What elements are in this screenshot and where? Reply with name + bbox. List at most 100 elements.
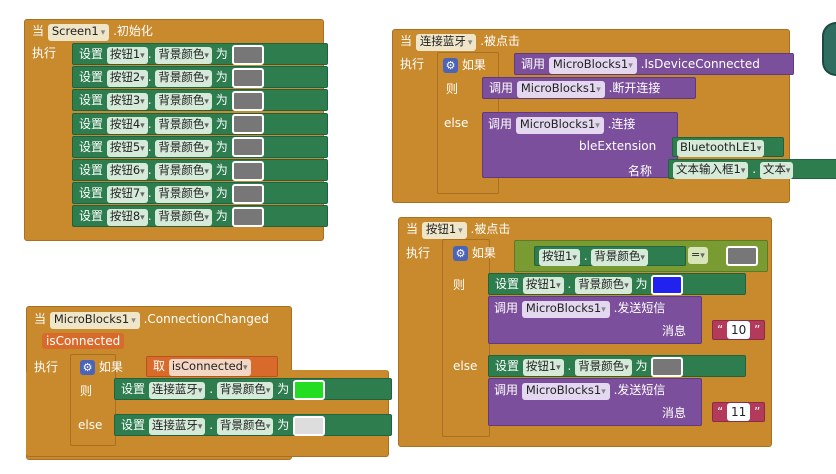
set-button1-bgcolor-else-block[interactable]: 设置 按钮1▾ . 背景颜色▾ 为 [488,355,746,377]
color-swatch[interactable] [726,246,758,266]
gray-color-swatch[interactable] [651,356,684,377]
is-device-connected-label: .IsDeviceConnected [640,57,760,71]
set-button-bgcolor-block[interactable]: 设置 按钮3▾. 背景颜色▾ 为 [72,89,328,112]
textbox-text-getter-block[interactable]: 文本输入框1▾ . 文本▾ [668,159,836,179]
bgcolor-prop-dropdown[interactable]: 背景颜色▾ [155,93,212,111]
green-color-swatch[interactable] [293,379,326,400]
color-swatch[interactable] [231,183,264,204]
bgcolor-label: 背景颜色 [158,70,205,85]
get-variable-block[interactable]: 取 isConnected▾ [146,356,278,377]
bgcolor-prop-dropdown[interactable]: 背景颜色▾ [575,277,632,294]
button1-component-dropdown[interactable]: 按钮1▾ [421,222,467,239]
button-dropdown[interactable]: 按钮8▾ [106,209,148,227]
text-prop-dropdown[interactable]: 文本▾ [759,162,794,179]
set-connect-bt-bgcolor-then-block[interactable]: 设置 连接蓝牙▾ . 背景颜色▾ 为 [114,378,392,400]
bgcolor-prop-dropdown[interactable]: 背景颜色▾ [155,47,212,64]
bgcolor-prop-dropdown[interactable]: 背景颜色▾ [155,163,212,180]
disconnect-call-block[interactable]: 调用 MicroBlocks1▾ .断开连接 [482,77,696,99]
bgcolor-prop-dropdown[interactable]: 背景颜色▾ [155,70,212,88]
bgcolor-prop-dropdown[interactable]: 背景颜色▾ [216,418,274,435]
connect-bt-component-dropdown[interactable]: 连接蓝牙▾ [415,34,477,51]
button-dropdown[interactable]: 按钮3▾ [106,93,148,111]
chevron-down-icon: ▾ [624,281,629,291]
bgcolor-prop-dropdown[interactable]: 背景颜色▾ [591,249,648,266]
set-button-bgcolor-block[interactable]: 设置 按钮1▾. 背景颜色▾ 为 [72,43,328,65]
set-button-bgcolor-block[interactable]: 设置 按钮8▾. 背景颜色▾ 为 [72,205,328,228]
microblocks-dropdown[interactable]: MicroBlocks1▾ [521,301,610,318]
chevron-down-icon: ▾ [242,363,248,373]
connect-bt-label: 连接蓝牙 [419,34,466,48]
gear-icon[interactable]: ⚙ [453,246,468,261]
microblocks-dropdown[interactable]: MicroBlocks1▾ [548,57,637,74]
button1-dropdown[interactable]: 按钮1▾ [539,249,580,266]
gear-icon[interactable]: ⚙ [80,360,95,375]
blue-color-swatch[interactable] [651,274,684,295]
equal-operator-dropdown[interactable]: =▾ [688,247,708,264]
bgcolor-prop-dropdown[interactable]: 背景颜色▾ [155,209,212,227]
text-string-block[interactable]: “ 10 ” [712,320,766,340]
chevron-down-icon: ▾ [601,387,606,397]
connect-call-row: 调用 MicroBlocks1▾ .连接 [488,115,635,134]
to-label: 为 [215,139,228,154]
button1-dropdown[interactable]: 按钮1▾ [522,277,564,294]
is-connected-param[interactable]: isConnected [42,333,125,349]
compare-color-swatch[interactable] [726,246,758,266]
light-gray-color-swatch[interactable] [293,415,326,436]
button1-label: 按钮1 [425,222,457,236]
microblocks-dropdown[interactable]: MicroBlocks1▾ [521,383,610,400]
chevron-down-icon: ▾ [640,253,645,263]
screen1-component-dropdown[interactable]: Screen1▾ [47,24,110,41]
set-connect-bt-bgcolor-else-block[interactable]: 设置 连接蓝牙▾ . 背景颜色▾ 为 [114,414,392,436]
bgcolor-label: 背景颜色 [219,418,266,432]
variable-dropdown[interactable]: isConnected▾ [168,359,251,376]
microblocks-label: MicroBlocks1 [525,383,602,397]
color-swatch[interactable] [231,114,264,135]
microblocks-dropdown[interactable]: MicroBlocks1▾ [515,117,604,134]
button-dropdown[interactable]: 按钮1▾ [106,47,148,64]
color-swatch[interactable] [231,160,264,181]
bgcolor-prop-dropdown[interactable]: 背景颜色▾ [575,359,632,376]
set-button1-bgcolor-then-block[interactable]: 设置 按钮1▾ . 背景颜色▾ 为 [488,273,746,295]
bgcolor-prop-dropdown[interactable]: 背景颜色▾ [216,382,274,399]
button-dropdown[interactable]: 按钮4▾ [106,116,148,134]
set-label: 设置 [79,47,104,61]
button-dropdown[interactable]: 按钮5▾ [106,139,148,157]
microblocks-dropdown[interactable]: MicroBlocks1▾ [516,81,605,98]
button1-bgcolor-getter-block[interactable]: 按钮1▾ . 背景颜色▾ [534,246,686,266]
to-label: 为 [215,70,228,85]
set-label: 设置 [79,70,104,85]
textbox-dropdown[interactable]: 文本输入框1▾ [673,162,749,179]
text-value[interactable]: 11 [727,403,751,421]
bgcolor-prop-dropdown[interactable]: 背景颜色▾ [155,116,212,134]
color-swatch[interactable] [231,90,264,111]
button-dropdown[interactable]: 按钮6▾ [106,163,148,180]
text-string-block[interactable]: “ 11 ” [712,402,766,422]
if-else-block[interactable] [442,239,490,437]
connect-bt-dropdown[interactable]: 连接蓝牙▾ [148,382,206,399]
bluetooth-le-block[interactable]: BluetoothLE1▾ [672,137,784,157]
button-dropdown[interactable]: 按钮2▾ [106,70,148,88]
color-swatch[interactable] [231,67,264,88]
bluetooth-le-dropdown[interactable]: BluetoothLE1▾ [677,140,765,157]
dot-label: . [567,277,572,291]
color-swatch[interactable] [231,206,264,227]
chevron-down-icon: ▾ [740,166,746,176]
set-button-bgcolor-block[interactable]: 设置 按钮6▾. 背景颜色▾ 为 [72,159,328,181]
is-device-connected-call-block[interactable]: 调用 MicroBlocks1▾ .IsDeviceConnected [514,53,794,75]
bgcolor-prop-dropdown[interactable]: 背景颜色▾ [155,139,212,157]
color-swatch[interactable] [231,44,264,65]
set-button-bgcolor-block[interactable]: 设置 按钮4▾. 背景颜色▾ 为 [72,112,328,135]
get-label: 取 [153,359,166,373]
connect-bt-dropdown[interactable]: 连接蓝牙▾ [148,418,206,435]
set-button-bgcolor-block[interactable]: 设置 按钮2▾. 背景颜色▾ 为 [72,66,328,89]
bgcolor-prop-dropdown[interactable]: 背景颜色▾ [155,186,212,204]
microblocks-component-dropdown[interactable]: MicroBlocks1▾ [49,312,140,329]
set-button-bgcolor-block[interactable]: 设置 按钮5▾. 背景颜色▾ 为 [72,135,328,158]
text-value[interactable]: 10 [727,321,751,339]
gear-icon[interactable]: ⚙ [443,58,458,73]
dot-label: . [567,359,572,373]
set-button-bgcolor-block[interactable]: 设置 按钮7▾. 背景颜色▾ 为 [72,182,328,205]
button-dropdown[interactable]: 按钮7▾ [106,186,148,204]
color-swatch[interactable] [231,137,264,158]
button1-dropdown[interactable]: 按钮1▾ [522,359,564,376]
